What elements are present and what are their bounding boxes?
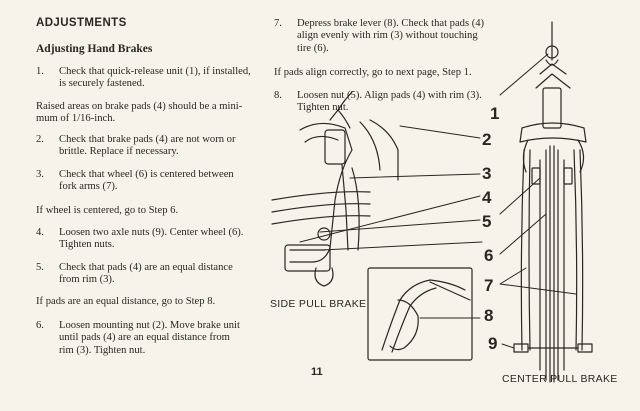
callout-2: 2 xyxy=(482,130,492,149)
note-pads-equal: If pads are an equal distance, go to Ste… xyxy=(36,296,216,307)
callout-9: 9 xyxy=(488,334,498,353)
callout-4: 4 xyxy=(482,188,492,207)
step-number: 2. xyxy=(36,134,44,145)
step-text-line: from rim (3). xyxy=(59,274,115,286)
step-text-line: is securely fastened. xyxy=(59,78,145,90)
right-column: 7. Depress brake lever (8). Check that p… xyxy=(274,0,514,120)
tire-outline xyxy=(271,191,371,201)
side-pull-brake-illustration xyxy=(271,91,399,287)
caption-side-pull-brake: SIDE PULL BRAKE xyxy=(270,298,367,310)
section-heading: ADJUSTMENTS xyxy=(36,17,127,29)
callout-3: 3 xyxy=(482,164,492,183)
note-line: Raised areas on brake pads (4) should be… xyxy=(36,101,243,112)
callout-1: 1 xyxy=(490,104,500,123)
callout-5: 5 xyxy=(482,212,492,231)
left-column: 1. Check that quick-release unit (1), if… xyxy=(36,0,268,411)
brake-lever-inset xyxy=(367,267,473,361)
note-line: mum of 1/16-inch. xyxy=(36,113,116,125)
callout-6: 6 xyxy=(484,246,494,265)
note-pads-align: If pads align correctly, go to next page… xyxy=(274,67,472,78)
caption-center-pull-brake: CENTER PULL BRAKE xyxy=(502,373,618,385)
step-text-line: Tighten nuts. xyxy=(59,239,115,251)
step-number: 6. xyxy=(36,320,44,331)
subsection-heading: Adjusting Hand Brakes xyxy=(36,43,153,55)
step-text-line: fork arms (7). xyxy=(59,181,118,193)
step-text-line: tire (6). xyxy=(297,42,329,54)
page-number: 11 xyxy=(311,366,323,378)
step-text-line: Depress brake lever (8). Check that pads… xyxy=(297,18,485,29)
note-wheel-centered: If wheel is centered, go to Step 6. xyxy=(36,205,179,216)
step-number: 7. xyxy=(274,18,282,29)
callout-7: 7 xyxy=(484,276,494,295)
step-number: 4. xyxy=(36,227,44,238)
step-text-line: Loosen mounting nut (2). Move brake unit xyxy=(59,320,240,331)
note-pad-height: Raised areas on brake pads (4) should be… xyxy=(36,101,242,126)
step-text-line: align evenly with rim (3) without touchi… xyxy=(297,30,478,42)
step-text-line: Check that wheel (6) is centered between xyxy=(59,169,234,180)
step-text-line: Check that brake pads (4) are not worn o… xyxy=(59,134,236,145)
step-number: 1. xyxy=(36,66,44,77)
step-number: 8. xyxy=(274,90,282,101)
step-text-line: brittle. Replace if necessary. xyxy=(59,146,179,158)
step-text-line: Check that quick-release unit (1), if in… xyxy=(59,66,251,77)
step-text-line: Tighten nut. xyxy=(297,102,349,114)
step-number: 3. xyxy=(36,169,44,180)
step-text-line: Check that pads (4) are an equal distanc… xyxy=(59,262,233,273)
step-text-line: Loosen nut (5). Align pads (4) with rim … xyxy=(297,90,482,101)
step-number: 5. xyxy=(36,262,44,273)
center-pull-brake-illustration xyxy=(513,21,593,383)
step-text-line: until pads (4) are an equal distance fro… xyxy=(59,332,230,344)
callout-8: 8 xyxy=(484,306,494,325)
step-text-line: Loosen two axle nuts (9). Center wheel (… xyxy=(59,227,244,238)
step-text-line: rim (3). Tighten nut. xyxy=(59,344,146,356)
callout-leaders xyxy=(299,53,577,349)
